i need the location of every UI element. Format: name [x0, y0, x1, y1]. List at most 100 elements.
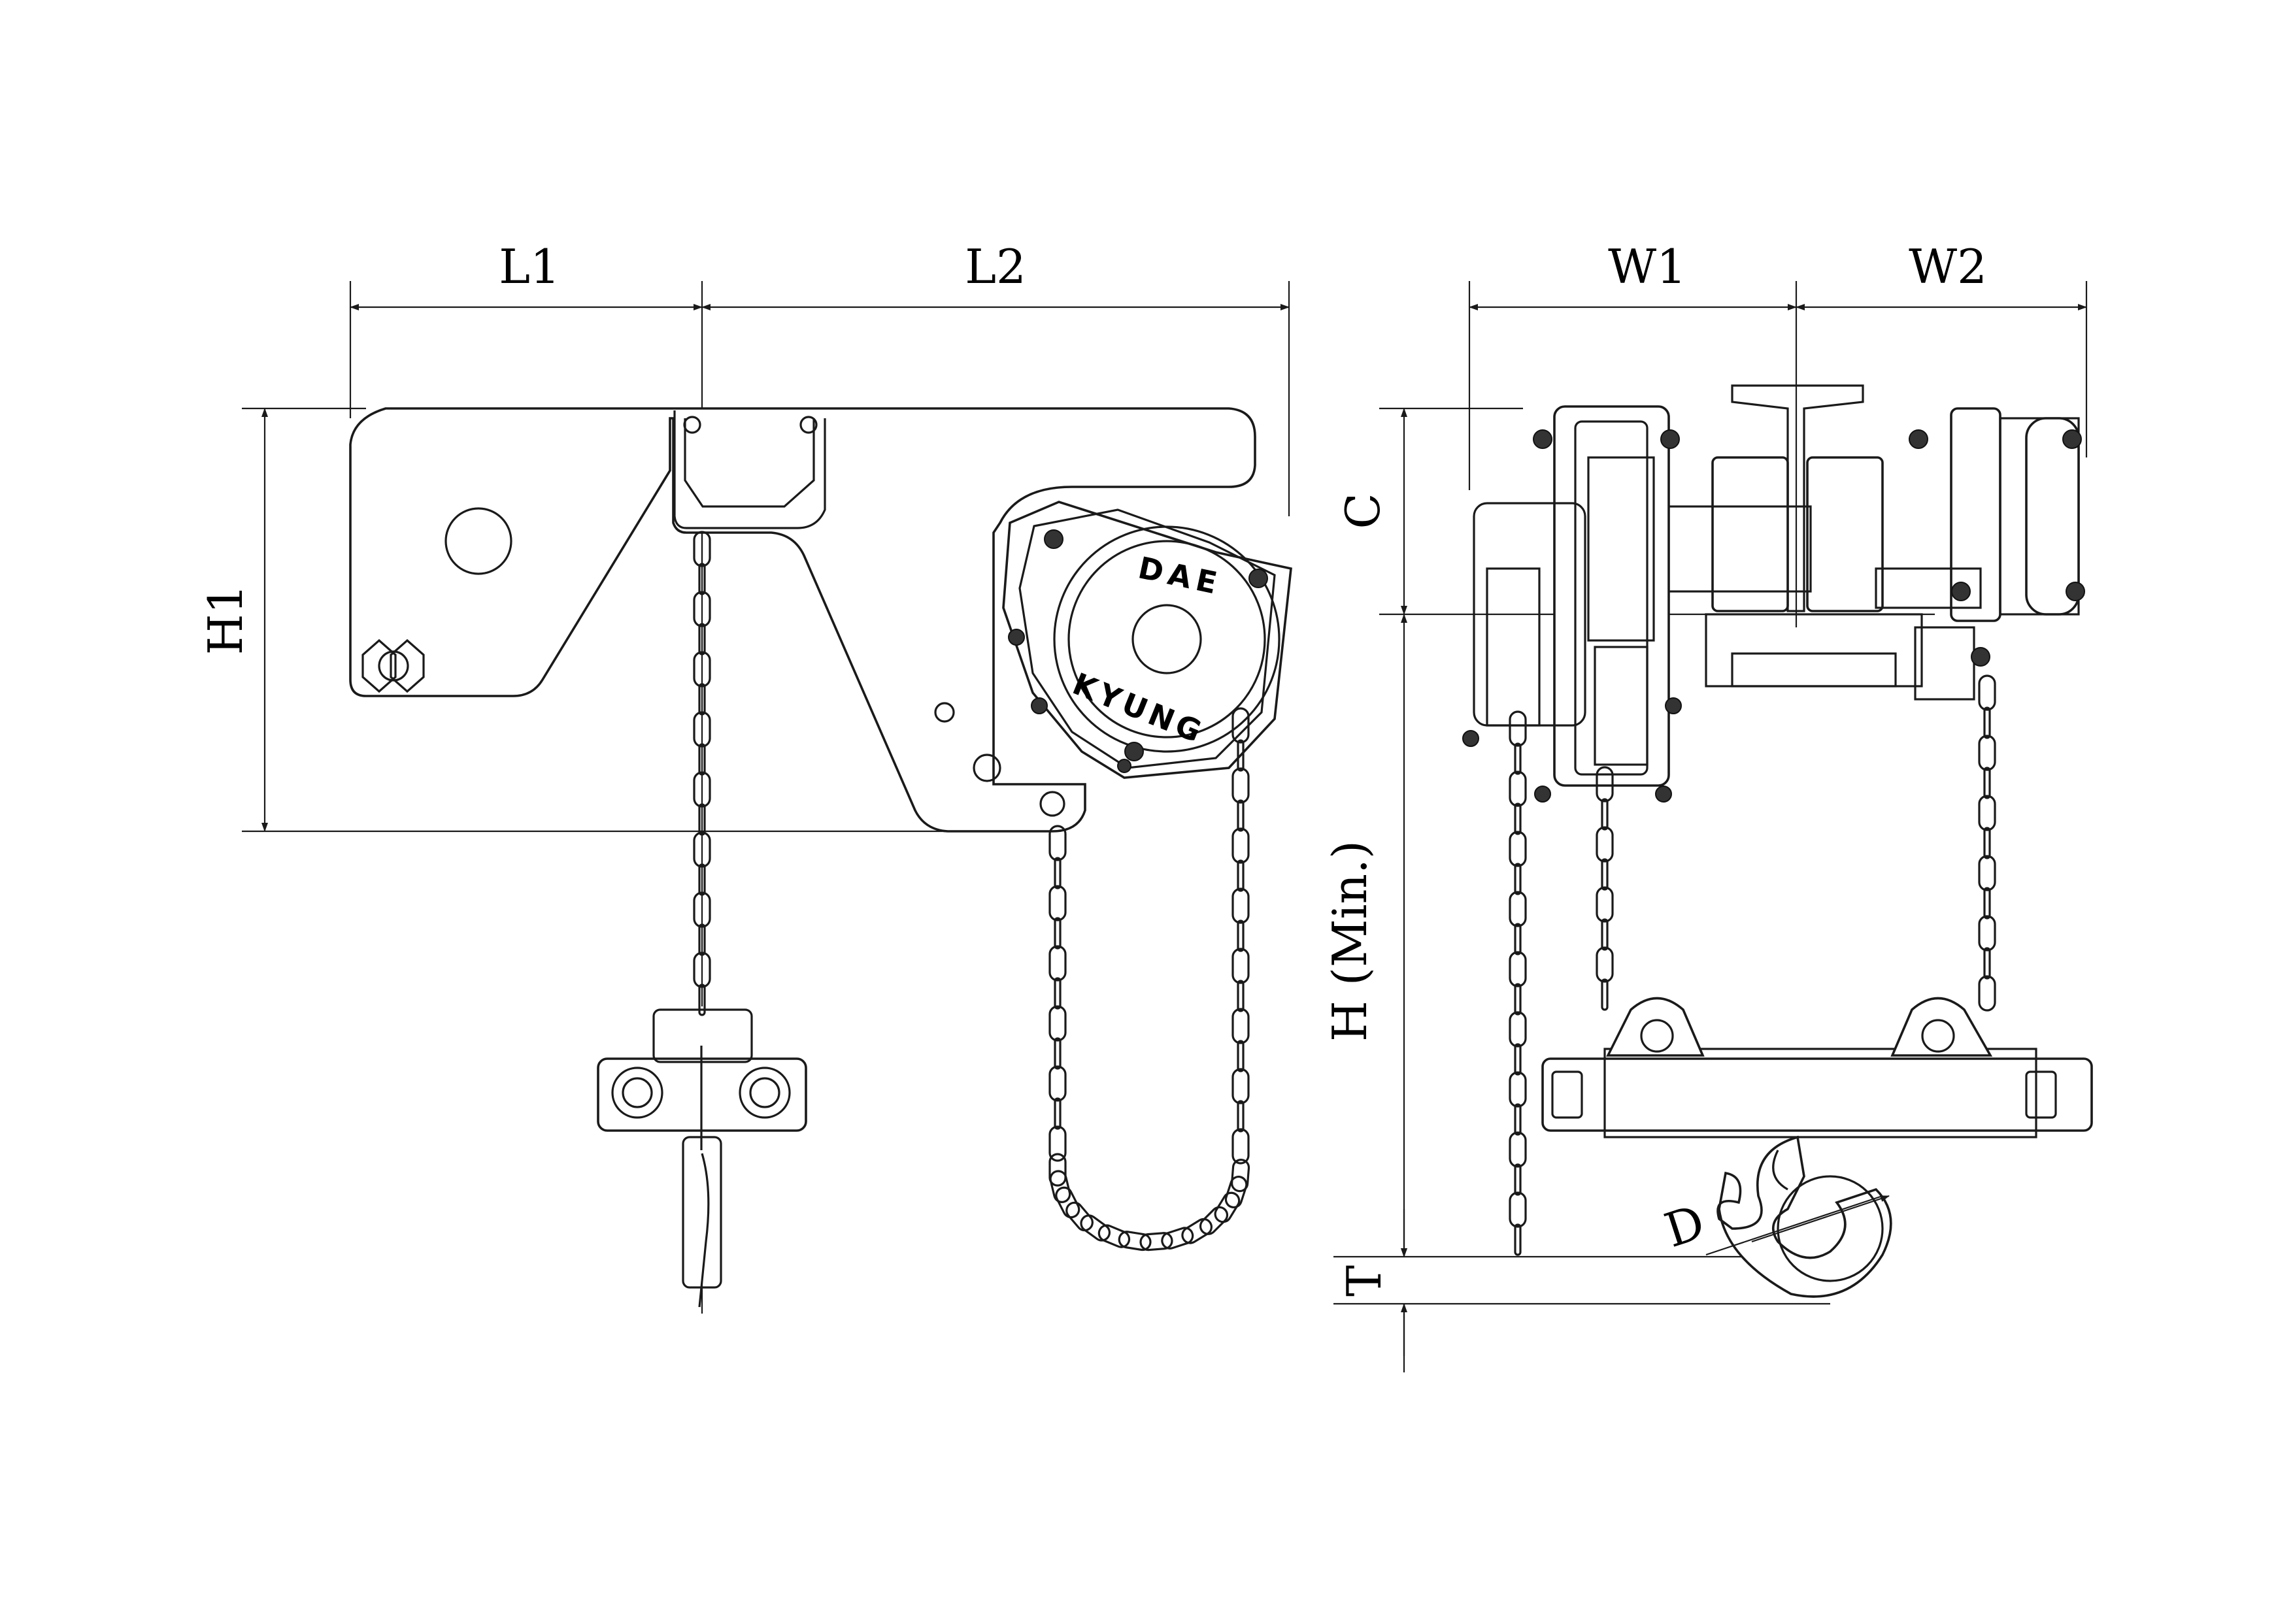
- chain-link: [1097, 1224, 1131, 1248]
- chain-link: [693, 591, 711, 627]
- chains-end-view: [1509, 674, 1996, 1256]
- chain-link: [1509, 951, 1527, 987]
- chain-link: [1514, 1043, 1522, 1076]
- chain-link: [1055, 1186, 1080, 1219]
- chain-link: [1978, 795, 1996, 831]
- chain-link: [1054, 857, 1062, 889]
- chain-link: [1231, 1008, 1250, 1044]
- chain-link: [1983, 706, 1991, 739]
- chain-link: [1048, 885, 1067, 921]
- chain-link: [1237, 799, 1245, 832]
- dim-label-w1: W1: [1608, 239, 1686, 294]
- end-left-side-plate: [1462, 405, 1682, 803]
- chain-link: [1596, 826, 1614, 863]
- chain-link: [698, 623, 706, 655]
- chain-link: [1231, 1068, 1250, 1104]
- chain-link: [693, 771, 711, 808]
- chain-link: [1983, 947, 1991, 980]
- chain-link: [698, 923, 706, 956]
- chain-link: [1983, 827, 1991, 859]
- chain-link: [1237, 739, 1245, 772]
- dim-label-w2: W2: [1909, 239, 1987, 294]
- end-right-side-plate: [1875, 407, 2085, 701]
- chain-link: [1048, 825, 1067, 861]
- chain-link: [693, 952, 711, 988]
- chain-link: [1509, 1191, 1527, 1228]
- chain-link: [1237, 920, 1245, 952]
- chain-link: [1509, 831, 1527, 867]
- chain-link: [1054, 1097, 1062, 1130]
- chain-link: [698, 803, 706, 836]
- chain-link: [1237, 859, 1245, 892]
- end-view: W1 W2 C H (Min.) T: [1322, 239, 2093, 1372]
- chain-link: [1161, 1227, 1194, 1250]
- chain-link: [693, 531, 711, 567]
- chain-link: [1601, 858, 1609, 891]
- chain-link: [698, 743, 706, 776]
- chain-link: [1983, 887, 1991, 920]
- chain-link: [1231, 1159, 1250, 1193]
- chain-link: [1514, 983, 1522, 1016]
- chain-link: [1048, 1153, 1067, 1187]
- chain-link: [1509, 771, 1527, 807]
- dim-h1-group: [242, 407, 980, 833]
- chain-link: [1978, 855, 1996, 891]
- chain-link: [1054, 917, 1062, 950]
- chain-link: [1237, 980, 1245, 1012]
- chain-link: [693, 891, 711, 928]
- frame-hex-nut: [361, 638, 425, 693]
- dim-w-group: [1468, 281, 2088, 490]
- chain-link: [698, 984, 706, 1016]
- chain-link: [1509, 1011, 1527, 1048]
- chain-link: [1514, 1163, 1522, 1196]
- chain-link: [1514, 863, 1522, 895]
- dim-label-l1: L1: [499, 239, 560, 294]
- chain-link: [1231, 767, 1250, 804]
- chain-link: [1054, 977, 1062, 1010]
- chain-link: [1514, 1103, 1522, 1136]
- dim-label-c: C: [1335, 493, 1390, 529]
- hoist-center-hub: [1131, 604, 1202, 674]
- chain-link: [1514, 1223, 1522, 1256]
- chain-link: [1514, 923, 1522, 955]
- hand-chain-loop: [1048, 707, 1250, 1251]
- chain-link: [1199, 1206, 1229, 1235]
- dim-label-h1: H1: [198, 584, 253, 655]
- frame-bolt-hole-large: [444, 507, 512, 575]
- hoist-gear-housing: DAE KYUNG: [1002, 501, 1292, 779]
- chain-link: [1080, 1214, 1111, 1242]
- chain-link: [698, 563, 706, 595]
- i-beam-rail: [1731, 366, 1864, 627]
- chain-link: [1231, 887, 1250, 924]
- chain-link: [1048, 1125, 1067, 1162]
- dim-label-l2: L2: [965, 239, 1026, 294]
- chain-link: [1601, 798, 1609, 831]
- chain-link: [1978, 915, 1996, 952]
- hook-block-side: [597, 1008, 807, 1314]
- trolley-wheels: [1652, 456, 1923, 688]
- chain-link: [1596, 766, 1614, 803]
- chain-link: [693, 711, 711, 748]
- chain-link: [1978, 975, 1996, 1012]
- chain-link: [1048, 945, 1067, 982]
- chain-link: [1237, 1100, 1245, 1133]
- chain-link: [1231, 1128, 1250, 1165]
- side-frame-plate: [349, 407, 1256, 833]
- load-hook: [1705, 1135, 1892, 1298]
- chain-link: [1601, 918, 1609, 951]
- chain-link: [1048, 1005, 1067, 1042]
- chain-link: [1978, 735, 1996, 771]
- chain-link: [1231, 827, 1250, 864]
- chain-link: [1509, 891, 1527, 927]
- chain-link: [1983, 767, 1991, 799]
- chain-link: [1048, 1065, 1067, 1102]
- chain-link: [1118, 1231, 1152, 1251]
- chain-link: [1514, 742, 1522, 775]
- chain-link: [1514, 803, 1522, 835]
- chain-link: [693, 651, 711, 688]
- chain-link: [1237, 1040, 1245, 1072]
- chain-link: [1509, 710, 1527, 747]
- chain-link: [1596, 886, 1614, 923]
- chain-link: [1509, 1071, 1527, 1108]
